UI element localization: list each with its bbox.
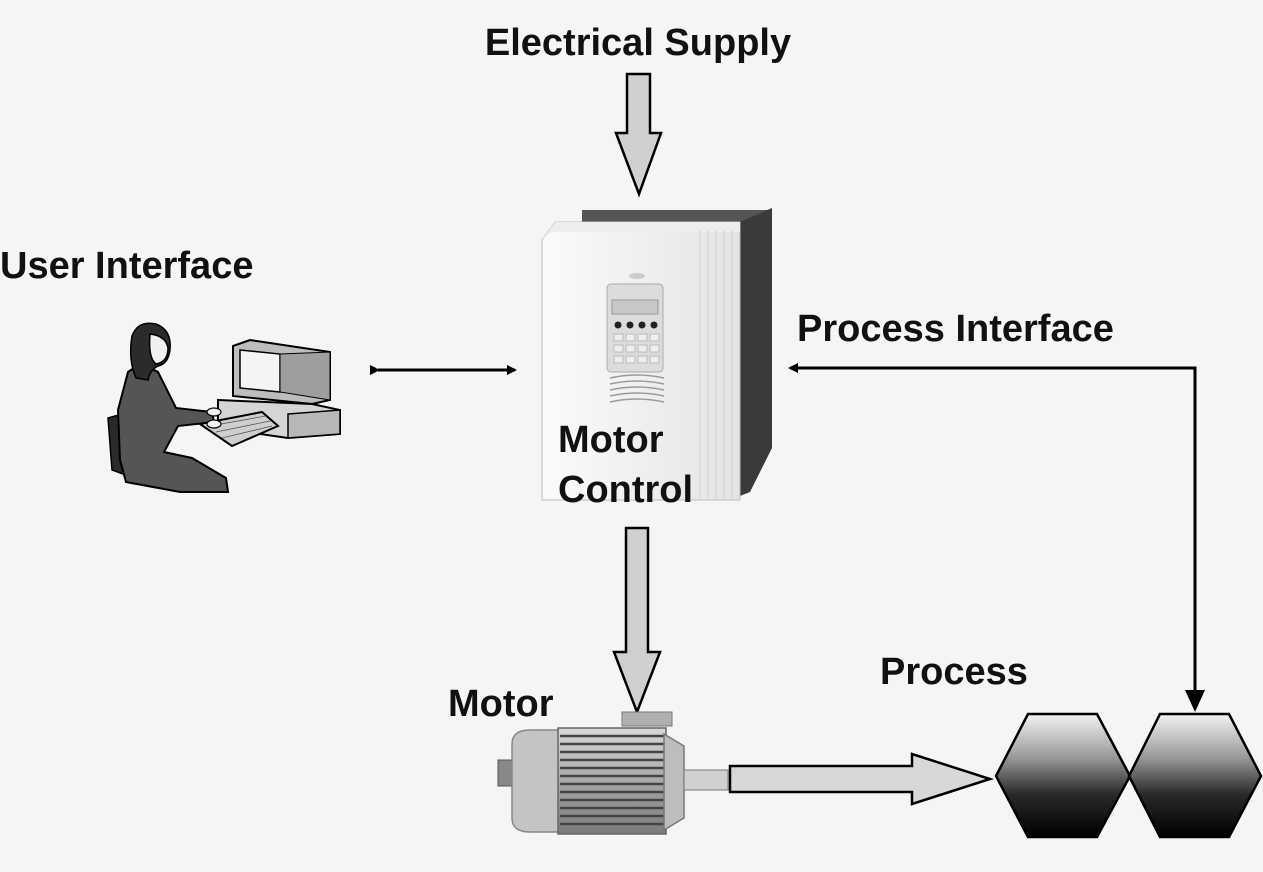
- drive-output-arrow: [612, 526, 662, 716]
- process-interface-arrow: [788, 363, 1197, 700]
- process-interface-label: Process Interface: [797, 308, 1114, 350]
- motor-drive-unit-icon: [541, 208, 772, 501]
- user-interface-label: User Interface: [0, 245, 253, 287]
- process-label: Process: [880, 651, 1028, 693]
- electrical-supply-label: Electrical Supply: [485, 22, 791, 64]
- supply-arrow: [614, 72, 663, 198]
- hexagon-process-icon: [994, 712, 1263, 839]
- motor-control-label-line1: Motor: [558, 419, 664, 461]
- electric-motor-icon: [497, 711, 729, 835]
- motor-output-arrow: [728, 752, 995, 806]
- motor-label: Motor: [448, 683, 554, 725]
- person-at-computer-icon: [107, 322, 341, 493]
- motor-control-label-line2: Control: [558, 469, 693, 511]
